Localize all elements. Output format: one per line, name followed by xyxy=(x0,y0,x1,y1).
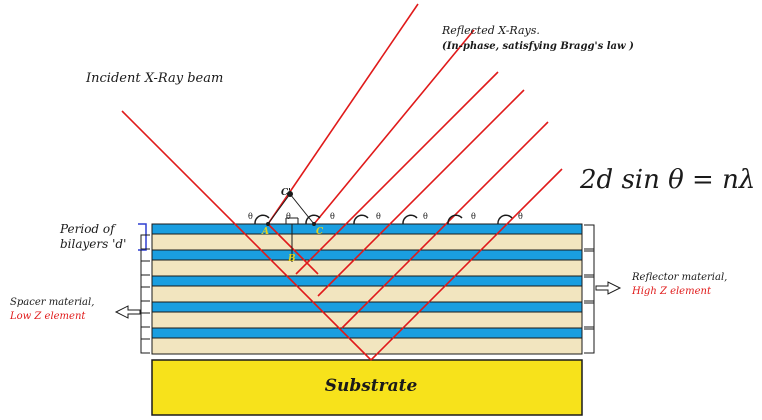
reflected-beam xyxy=(370,168,563,361)
theta-symbol: θ xyxy=(286,212,291,221)
theta-symbol: θ xyxy=(471,212,476,221)
reflector-arrow-icon xyxy=(595,281,622,295)
point-c-label: C xyxy=(316,227,324,237)
reflector-brackets xyxy=(584,224,595,354)
theta-arc xyxy=(305,214,321,225)
theta-symbol: θ xyxy=(248,212,253,221)
period-bracket xyxy=(138,223,147,251)
point-b-label: B xyxy=(287,254,296,264)
theta-arc xyxy=(353,214,369,225)
spacer-brackets xyxy=(140,234,150,354)
period-label-line2: bilayers 'd' xyxy=(60,237,126,251)
substrate-label: Substrate xyxy=(325,376,418,396)
spacer-layer xyxy=(151,311,583,329)
path-difference-construction: C' A C B xyxy=(261,188,324,264)
reflector-bracket xyxy=(584,276,595,302)
internal-beam xyxy=(267,223,297,253)
reflected-beam xyxy=(313,29,475,225)
incident-beam xyxy=(121,110,372,361)
theta-angle-arcs xyxy=(254,214,513,225)
reflector-layer xyxy=(151,249,583,261)
period-label-line1: Period of xyxy=(59,222,117,236)
spacer-arrow-icon xyxy=(114,305,141,319)
reflector-layer xyxy=(151,223,583,235)
incident-beam-label: Incident X-Ray beam xyxy=(85,71,223,86)
reflector-bracket xyxy=(584,302,595,328)
spacer-layer xyxy=(151,285,583,303)
multilayer-stack xyxy=(151,223,583,355)
theta-arc xyxy=(497,214,513,225)
bragg-equation: 2d sin θ = nλ xyxy=(579,165,755,195)
theta-symbol: θ xyxy=(518,212,523,221)
x-ray-beams xyxy=(121,3,563,361)
point-a-label: A xyxy=(261,227,269,237)
theta-arc xyxy=(254,214,270,225)
spacer-bracket xyxy=(140,260,150,276)
reflector-bracket xyxy=(584,250,595,276)
reflector-layer xyxy=(151,275,583,287)
spacer-bracket xyxy=(140,312,150,328)
spacer-label-line2: Low Z element xyxy=(9,311,86,322)
reflector-bracket xyxy=(584,224,595,250)
spacer-bracket xyxy=(140,338,150,354)
reflected-beam xyxy=(341,121,549,329)
point-c-prime-label: C' xyxy=(281,188,291,198)
theta-symbol: θ xyxy=(376,212,381,221)
reflected-beam xyxy=(267,3,419,225)
spacer-bracket xyxy=(140,286,150,302)
theta-symbol: θ xyxy=(330,212,335,221)
spacer-layer xyxy=(151,259,583,277)
spacer-layer xyxy=(151,337,583,355)
substrate-block xyxy=(151,359,583,416)
reflected-beam xyxy=(317,89,525,297)
reflector-label-line1: Reflector material, xyxy=(631,272,727,283)
theta-arc xyxy=(402,214,418,225)
theta-symbol: θ xyxy=(423,212,428,221)
reflector-layer xyxy=(151,327,583,339)
reflected-label-line1: Reflected X-Rays. xyxy=(441,24,540,37)
theta-arc xyxy=(447,214,463,225)
reflected-beam xyxy=(295,71,499,275)
reflector-label-line2: High Z element xyxy=(631,286,712,297)
internal-beam xyxy=(295,251,319,275)
spacer-bracket xyxy=(140,234,150,250)
reflector-bracket xyxy=(584,328,595,354)
spacer-label-line1: Spacer material, xyxy=(10,297,94,308)
reflected-label-line2: (In-phase, satisfying Bragg's law ) xyxy=(442,41,634,52)
